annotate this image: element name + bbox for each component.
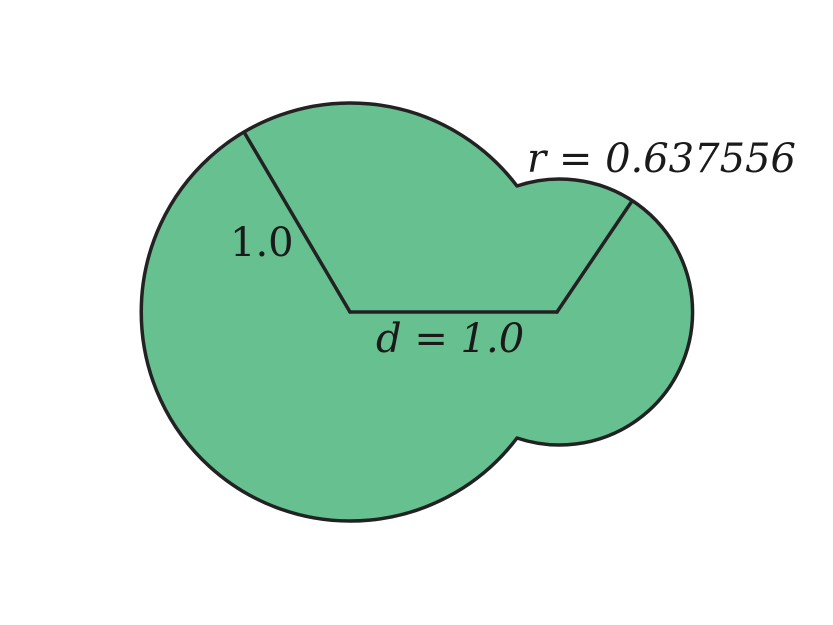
small-radius-line: [555, 199, 634, 314]
distance-label: d = 1.0: [376, 316, 524, 362]
small-radius-label: r = 0.637556: [527, 136, 796, 182]
big-radius-label: 1.0: [230, 220, 294, 266]
big-radius-line: [242, 130, 352, 314]
